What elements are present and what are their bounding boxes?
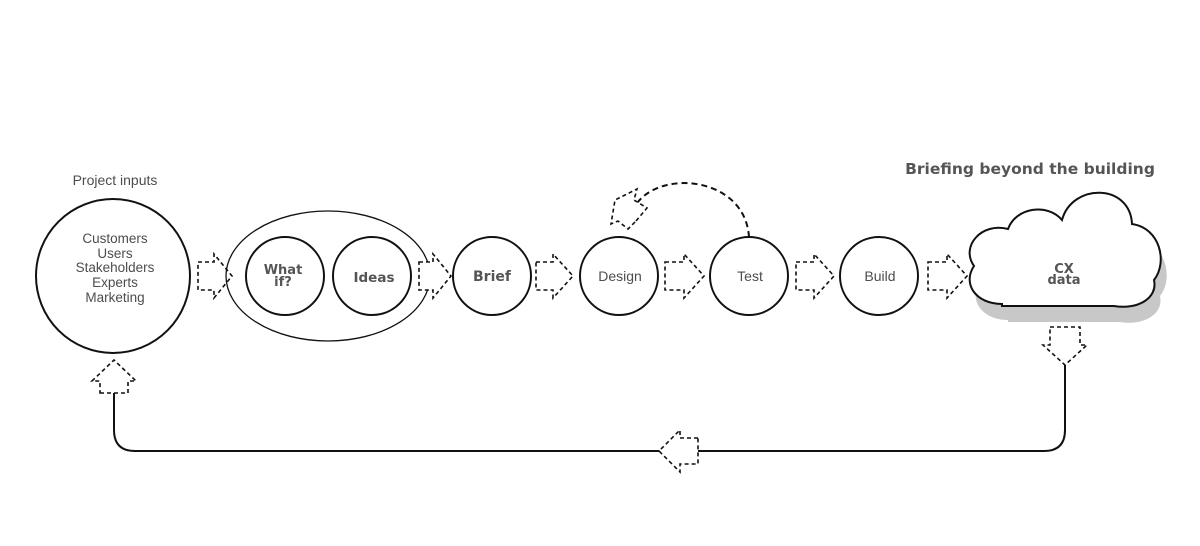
arrow-right-icon — [535, 251, 575, 301]
arrow-left-icon — [657, 428, 699, 474]
input-item: Marketing — [85, 290, 144, 305]
project-inputs-heading: Project inputs — [73, 172, 158, 188]
brief-node — [452, 236, 532, 316]
test-label: Test — [737, 268, 763, 284]
build-label: Build — [864, 268, 895, 284]
ideas-node — [332, 236, 412, 316]
what-if-label-line2: if? — [274, 275, 292, 290]
input-item: Customers — [82, 231, 148, 246]
input-item: Experts — [92, 275, 138, 290]
feedback-loop-line — [113, 365, 1066, 452]
test-node — [709, 236, 789, 316]
brief-label: Brief — [473, 269, 512, 285]
what-if-label-line1: What — [264, 263, 303, 278]
build-node — [839, 236, 919, 316]
arrow-right-icon — [418, 251, 453, 301]
ideas-label: Ideas — [354, 270, 395, 286]
arrow-right-icon — [795, 251, 836, 301]
input-item: Users — [97, 246, 133, 261]
arrow-right-icon — [664, 251, 706, 301]
arrow-right-icon — [197, 251, 234, 301]
loop-arrow-icon — [609, 187, 649, 231]
arrow-right-icon — [927, 251, 969, 301]
cloud-outline — [968, 191, 1162, 308]
cx-data-label-line2: data — [1047, 273, 1080, 288]
what-if-node — [245, 236, 325, 316]
arrow-up-icon — [90, 358, 138, 394]
design-node — [579, 236, 659, 316]
design-label: Design — [598, 268, 642, 284]
project-inputs-list: Customers Users Stakeholders Experts Mar… — [76, 231, 155, 305]
input-item: Stakeholders — [76, 260, 155, 275]
diagram-title: Briefing beyond the building — [905, 160, 1155, 178]
cx-data-label-line1: CX — [1054, 262, 1074, 277]
project-inputs-circle — [35, 198, 191, 354]
arrow-down-icon — [1040, 326, 1090, 367]
cx-data-cloud: CX data — [968, 191, 1167, 323]
iteration-loop-line — [633, 182, 750, 238]
